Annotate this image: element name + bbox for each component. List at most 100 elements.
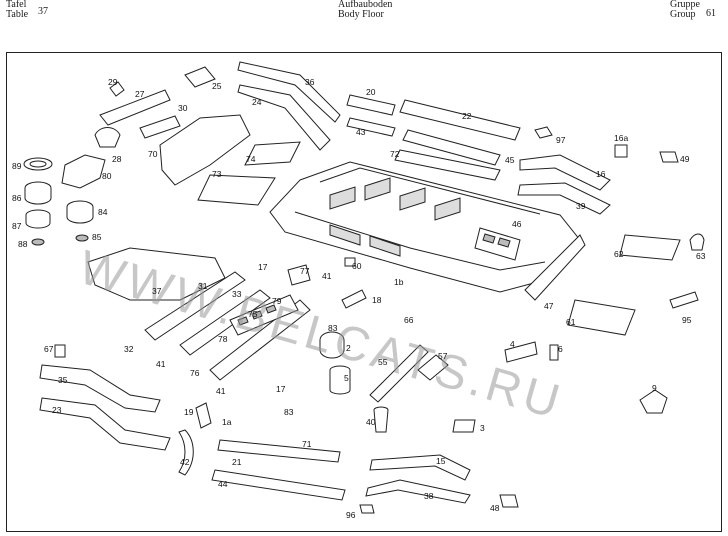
bracket-part-60[interactable] [344, 257, 356, 267]
cylinder-part-40[interactable] [373, 406, 389, 433]
part-number-label: 5 [344, 373, 349, 383]
part-number-label: 40 [366, 417, 376, 427]
part-number-label: 29 [108, 77, 118, 87]
diagram-frame [6, 52, 722, 532]
tray-part-62[interactable] [619, 234, 681, 261]
part-number-label: 33 [232, 289, 242, 299]
rail-part-24[interactable] [237, 84, 331, 151]
rail-part-23[interactable] [39, 397, 171, 451]
bracket-part-77[interactable] [287, 264, 311, 286]
part-number-label: 1a [222, 417, 232, 427]
part-number-label: 17 [276, 384, 286, 394]
bracket-part-3[interactable] [452, 419, 476, 433]
bracket-part-4[interactable] [504, 341, 538, 363]
part-number-label: 79 [272, 296, 282, 306]
part-number-label: 46 [512, 219, 522, 229]
part-number-label: 16a [614, 133, 629, 143]
bracket-part-97[interactable] [534, 126, 553, 139]
part-number-label: 78 [218, 334, 228, 344]
bracket-part-49[interactable] [659, 151, 679, 163]
part-number-label: 21 [232, 457, 242, 467]
bracket-part-25[interactable] [184, 66, 216, 88]
rail-part-39[interactable] [517, 182, 611, 215]
bracket-part-9[interactable] [639, 389, 668, 414]
tray-part-61[interactable] [567, 299, 636, 336]
wheelhouse-part-70[interactable] [159, 114, 251, 186]
bracket-part-30[interactable] [139, 115, 181, 139]
part-number-label: 31 [198, 281, 208, 291]
bracket-part-27[interactable] [99, 89, 171, 126]
part-number-label: 30 [178, 103, 188, 113]
rail-part-72[interactable] [402, 129, 501, 166]
floor-pan-part[interactable] [269, 161, 581, 293]
part-number-label: 45 [505, 155, 515, 165]
part-number-label: 73 [212, 169, 222, 179]
bracket-part-28[interactable] [94, 127, 121, 148]
part-number-label: 89 [12, 161, 22, 171]
bracket-part-19[interactable] [195, 402, 212, 429]
part-number-label: 47 [544, 301, 554, 311]
rail-part-36[interactable] [237, 61, 341, 123]
part-number-label: 32 [124, 344, 134, 354]
bracket-part-96[interactable] [359, 504, 375, 514]
part-number-label: 57 [438, 351, 448, 361]
part-number-label: 49 [680, 154, 690, 164]
part-number-label: 15 [436, 456, 446, 466]
part-number-label: 76 [190, 368, 200, 378]
panel-part-74[interactable] [244, 141, 301, 166]
bracket-part-16a[interactable] [614, 144, 628, 158]
part-number-label: 35 [58, 375, 68, 385]
frame-member-31-33[interactable] [144, 271, 311, 381]
rear-panel-part-47[interactable] [524, 234, 586, 301]
part-number-label: 84 [98, 207, 108, 217]
bracket-part-29[interactable] [109, 81, 125, 97]
rail-part-38[interactable] [365, 479, 471, 504]
group-label-en: Group [670, 9, 696, 20]
part-number-label: 86 [12, 193, 22, 203]
part-number-label: 67 [44, 344, 54, 354]
part-number-label: 16 [596, 169, 606, 179]
cylinder-part-5[interactable] [329, 365, 351, 395]
bracket-part-42[interactable] [178, 429, 194, 476]
part-number-label: 63 [696, 251, 706, 261]
bracket-part-18[interactable] [341, 289, 367, 309]
rail-part-16[interactable] [519, 154, 611, 191]
rail-part-55[interactable] [369, 344, 429, 403]
rail-part-35[interactable] [39, 364, 161, 413]
rail-part-22[interactable] [399, 99, 521, 141]
group-label-de: Gruppe [670, 0, 700, 10]
panel-part-73[interactable] [197, 174, 276, 206]
page-title-en: Body Floor [338, 9, 384, 20]
part-number-label: 80 [102, 171, 112, 181]
part-number-label: 39 [576, 201, 586, 211]
part-number-label: 6 [558, 344, 563, 354]
part-number-label: 3 [480, 423, 485, 433]
part-number-label: 2 [346, 343, 351, 353]
bracket-part-67[interactable] [54, 344, 66, 358]
bracket-part-48[interactable] [499, 494, 519, 508]
part-number-label: 60 [352, 261, 362, 271]
bracket-part-2[interactable] [319, 331, 345, 359]
rail-part-45[interactable] [394, 149, 501, 181]
rail-part-20[interactable] [346, 94, 396, 116]
bracket-part-63[interactable] [689, 233, 705, 251]
part-number-label: 85 [92, 232, 102, 242]
rear-subframe-part[interactable] [87, 247, 226, 301]
bracket-part-57[interactable] [417, 354, 449, 381]
grommet-parts[interactable] [23, 154, 106, 246]
rail-part-15[interactable] [369, 454, 471, 481]
part-number-label: 88 [18, 239, 28, 249]
rail-part-71[interactable] [217, 439, 341, 463]
table-number: 37 [38, 6, 48, 17]
rail-part-43[interactable] [346, 117, 396, 137]
table-label-en: Table [6, 9, 29, 20]
bracket-part-95[interactable] [669, 291, 699, 309]
part-number-label: 41 [216, 386, 226, 396]
part-number-label: 28 [112, 154, 122, 164]
rail-part-44[interactable] [211, 469, 346, 501]
part-number-label: 62 [614, 249, 624, 259]
bracket-part-6[interactable] [549, 344, 559, 361]
group-number: 61 [706, 8, 716, 19]
part-number-label: 83 [328, 323, 338, 333]
